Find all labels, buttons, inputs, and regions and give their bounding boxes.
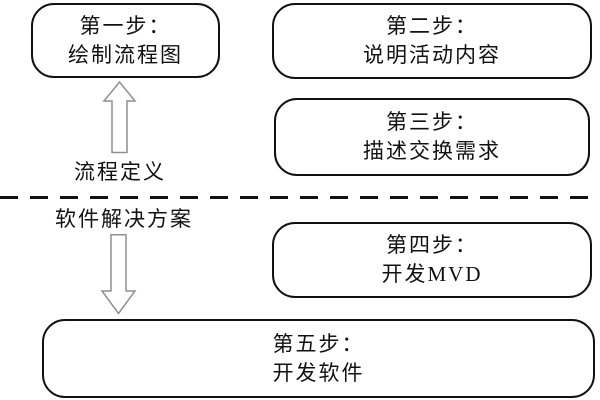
step5-description: 开发软件: [272, 360, 365, 385]
up-arrow-icon: [102, 81, 137, 154]
step5-box: 第五步： 开发软件: [42, 319, 595, 398]
step2-description: 说明活动内容: [363, 43, 501, 67]
step3-title: 第三步：: [386, 110, 478, 134]
software-solution-label: 软件解决方案: [55, 207, 193, 231]
step4-box: 第四步： 开发MVD: [272, 222, 592, 298]
step2-title: 第二步：: [386, 14, 478, 38]
step3-box: 第三步： 描述交换需求: [274, 98, 590, 176]
process-definition-label: 流程定义: [74, 160, 166, 184]
step1-description: 绘制流程图: [68, 42, 183, 67]
down-arrow-icon: [100, 234, 137, 315]
step1-box: 第一步： 绘制流程图: [31, 3, 220, 78]
step1-title: 第一步：: [79, 13, 172, 38]
step4-description: 开发MVD: [381, 262, 483, 286]
step4-title: 第四步：: [386, 233, 478, 257]
dashed-divider-line: [0, 196, 600, 199]
step5-title: 第五步：: [272, 331, 365, 356]
step3-description: 描述交换需求: [363, 139, 501, 163]
step2-box: 第二步： 说明活动内容: [272, 3, 592, 79]
